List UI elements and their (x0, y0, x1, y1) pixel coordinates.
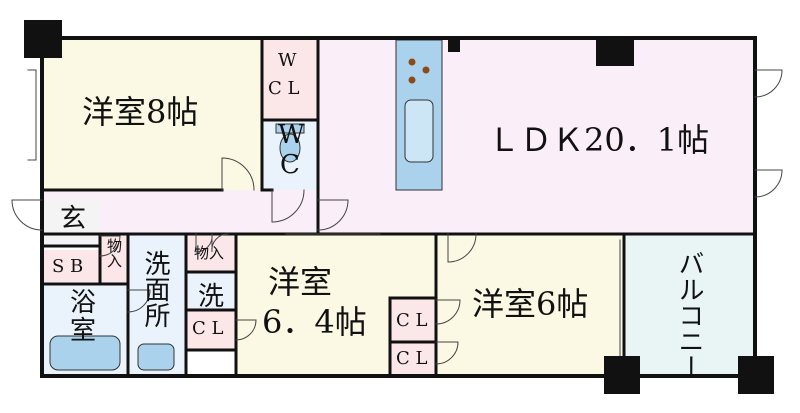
door-swing (11, 199, 43, 231)
room-closet-2 (390, 298, 436, 342)
label-balcony: バルコニー (674, 250, 704, 380)
label-wic-l2: C L (268, 78, 300, 99)
room-shoe-box (42, 250, 100, 282)
door-swing (99, 235, 121, 257)
label-entrance: 玄 (60, 204, 87, 234)
room-closet-1 (186, 310, 236, 350)
label-western-6: 洋室6帖 (472, 285, 589, 323)
label-storage-2: 物入 (194, 244, 225, 262)
label-washroom: 洗面所 (140, 250, 170, 328)
label-closet-2: C L (396, 310, 428, 331)
door-swing (211, 233, 229, 253)
toilet-icon (279, 133, 301, 163)
label-wc-l2: C (280, 150, 300, 180)
label-western-64-l1: 洋室 (268, 263, 333, 301)
corridor-lower (235, 205, 315, 235)
door-swing (754, 69, 783, 98)
label-bath-l2: 室 (70, 316, 97, 346)
label-wic-l1: W (278, 50, 297, 71)
label-closet-1: C L (192, 318, 224, 339)
label-closet-3: C L (396, 348, 428, 369)
label-ldk: ＬＤＫ20．1帖 (488, 121, 710, 159)
door-swing (127, 289, 151, 313)
room-entrance (42, 200, 100, 244)
door-swing (317, 199, 349, 231)
column (604, 356, 640, 394)
stove-burner-icon (408, 58, 416, 66)
window (27, 69, 37, 161)
door-swing (754, 169, 783, 198)
room-western-6 (436, 234, 624, 376)
room-balcony (624, 234, 755, 376)
label-shoe-box: S B (52, 256, 84, 277)
door-swing (235, 319, 257, 341)
door-swing (435, 341, 459, 365)
room-wic (262, 38, 318, 120)
room-closet-3 (390, 342, 436, 376)
door-swing (447, 233, 477, 263)
room-washer (186, 272, 236, 310)
room-western-8 (42, 38, 262, 190)
door-swing (435, 299, 461, 325)
label-storage-1: 物入 (105, 238, 123, 268)
label-western-64-l2: 6．4帖 (262, 303, 367, 341)
column (24, 20, 62, 58)
column (448, 38, 460, 52)
toilet-tank-icon (275, 123, 305, 134)
sink-icon (404, 99, 434, 163)
column (596, 38, 634, 66)
room-storage-2 (186, 234, 236, 272)
label-bath-l1: 浴 (70, 288, 97, 318)
wash-basin-icon (137, 343, 175, 371)
label-wc-l1: W (278, 120, 305, 150)
column (738, 356, 774, 394)
room-ldk (318, 38, 755, 234)
stove-burner-icon (422, 66, 430, 74)
stove-burner-icon (408, 76, 416, 84)
door-swing (271, 189, 305, 223)
label-western-8: 洋室8帖 (82, 93, 199, 131)
label-washer: 洗 (198, 282, 225, 312)
room-storage-1 (100, 234, 128, 284)
door-swing (221, 157, 255, 191)
bathtub-icon (49, 335, 121, 371)
